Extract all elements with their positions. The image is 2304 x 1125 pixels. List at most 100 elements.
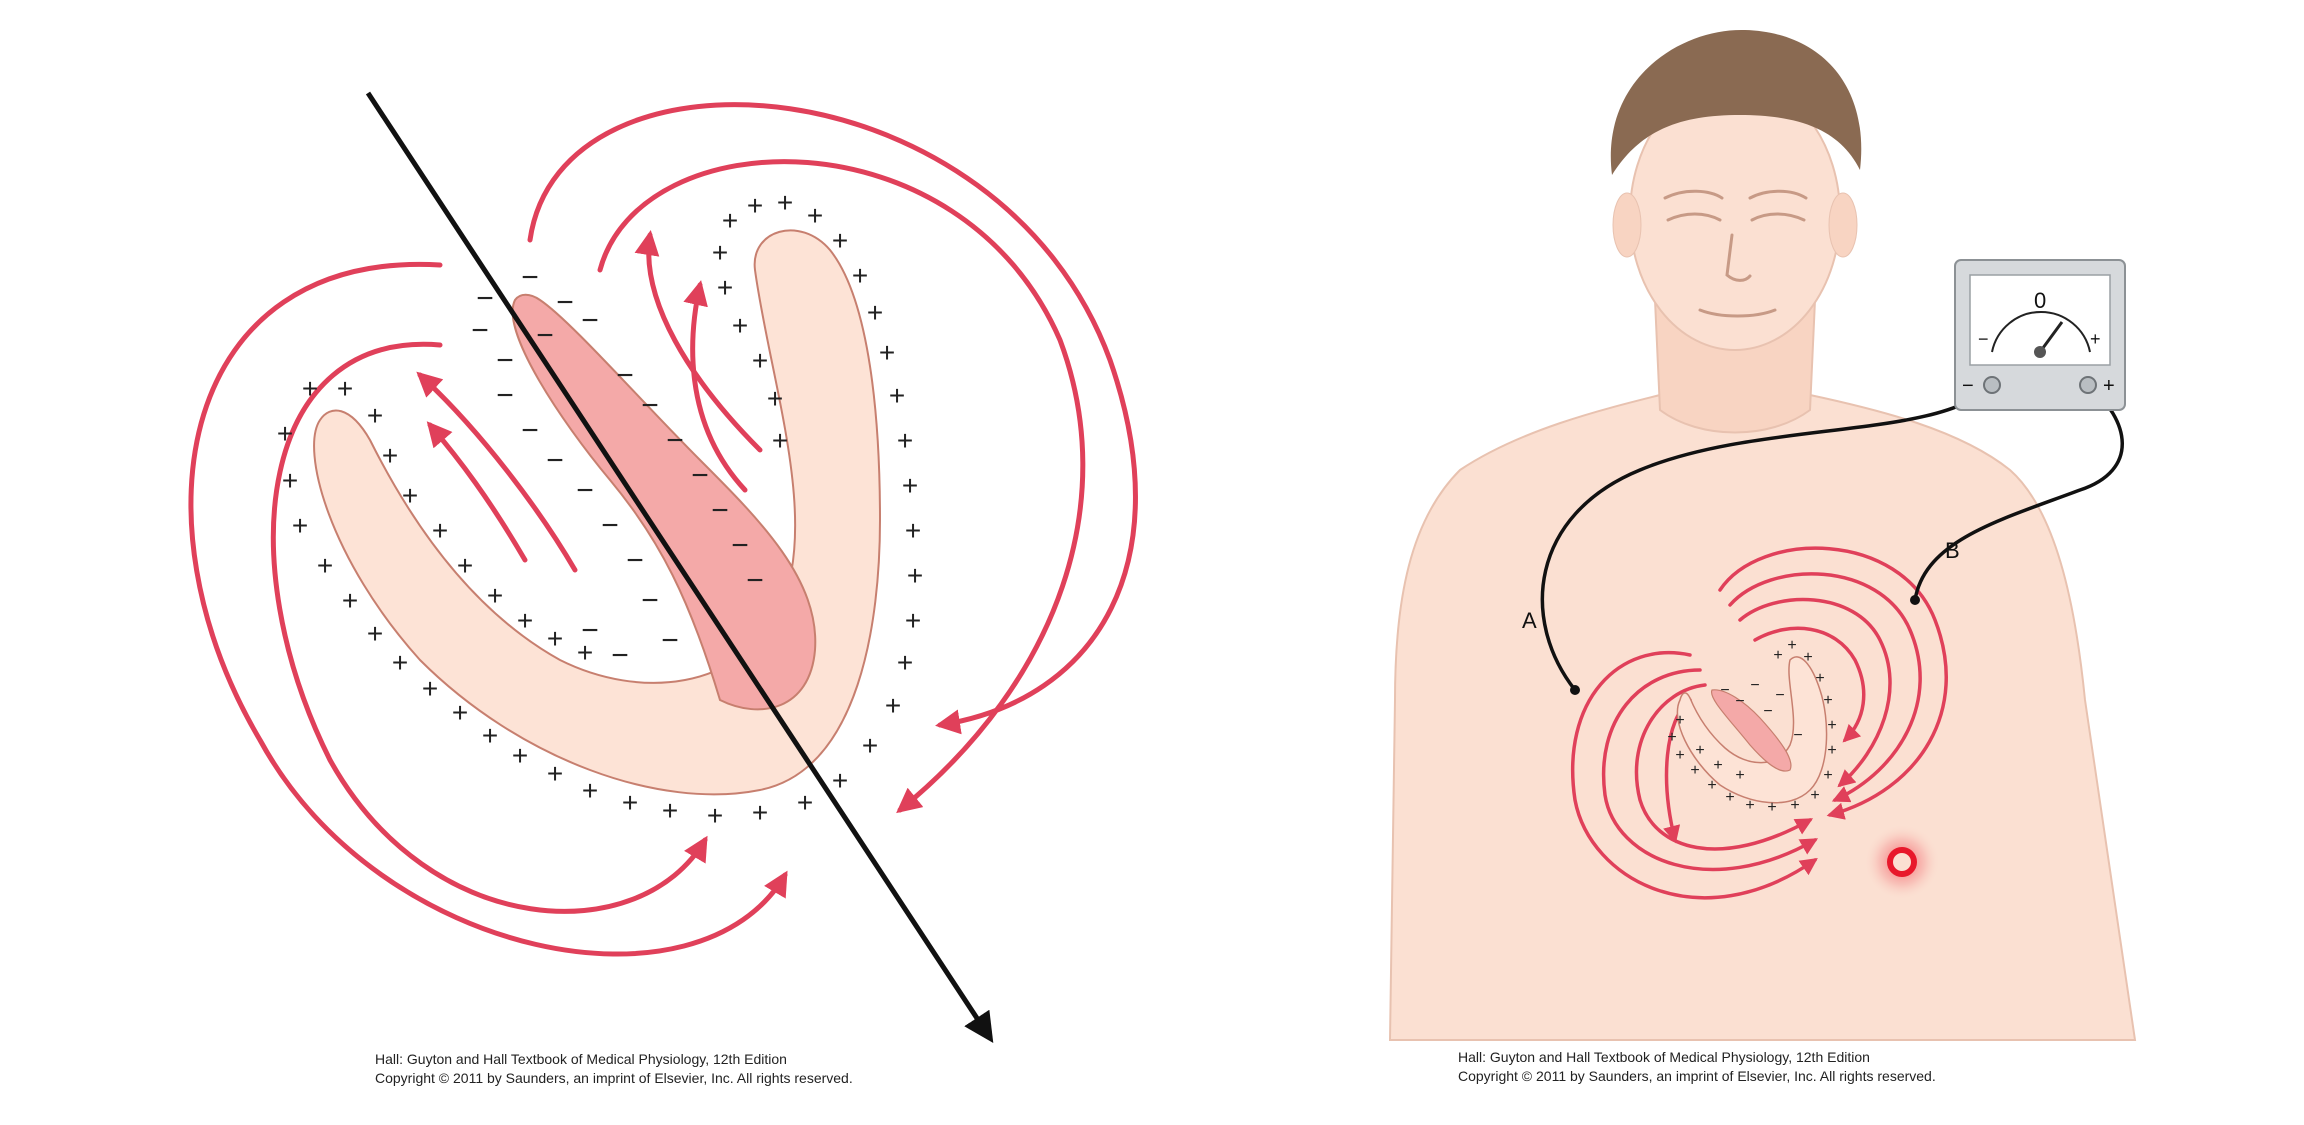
svg-text:+: +: [752, 345, 768, 376]
left-heart-diagram: +++ +++ +++ +++ +++ +++ +++ +++ +++ +++ …: [188, 91, 1138, 1044]
svg-text:+: +: [722, 205, 738, 236]
svg-text:−: −: [576, 474, 594, 507]
svg-text:−: −: [611, 639, 629, 672]
svg-text:+: +: [902, 470, 918, 501]
svg-text:−: −: [616, 359, 634, 392]
svg-text:+: +: [487, 580, 503, 611]
meter-reading: 0: [2034, 288, 2046, 313]
svg-text:+: +: [1827, 717, 1836, 734]
svg-text:−: −: [546, 444, 564, 477]
svg-text:+: +: [512, 740, 528, 771]
svg-text:+: +: [662, 795, 678, 826]
svg-text:+: +: [402, 480, 418, 511]
svg-text:−: −: [1735, 693, 1744, 710]
svg-text:−: −: [1763, 703, 1772, 720]
svg-text:+: +: [889, 380, 905, 411]
svg-text:−: −: [1720, 682, 1729, 699]
caption-right: Hall: Guyton and Hall Textbook of Medica…: [1458, 1048, 1936, 1086]
svg-text:+: +: [1745, 797, 1754, 814]
right-ear: [1828, 192, 1858, 258]
caption-right-line1: Hall: Guyton and Hall Textbook of Medica…: [1458, 1049, 1870, 1065]
svg-text:−: −: [731, 529, 749, 562]
svg-text:+: +: [772, 425, 788, 456]
svg-text:+: +: [852, 260, 868, 291]
svg-text:+: +: [897, 425, 913, 456]
svg-text:+: +: [367, 400, 383, 431]
svg-text:+: +: [1675, 747, 1684, 764]
meter-terminal-positive: [2079, 376, 2097, 394]
caption-left: Hall: Guyton and Hall Textbook of Medica…: [375, 1050, 853, 1088]
caption-right-line2: Copyright © 2011 by Saunders, an imprint…: [1458, 1068, 1936, 1084]
septum-left: [511, 293, 817, 711]
svg-text:+: +: [292, 510, 308, 541]
electrode-a: [1570, 685, 1580, 695]
electrical-axis-arrow: [365, 91, 994, 1044]
svg-text:+: +: [905, 605, 921, 636]
svg-text:+: +: [777, 187, 793, 218]
svg-text:−: −: [1750, 677, 1759, 694]
charges-small: +++ +++ +++ +++ +++ +++ +++ −−− −−−: [1667, 637, 1836, 816]
svg-text:+: +: [1773, 647, 1782, 664]
svg-text:+: +: [317, 550, 333, 581]
svg-text:+: +: [1707, 777, 1716, 794]
svg-text:−: −: [691, 459, 709, 492]
svg-text:+: +: [622, 787, 638, 818]
svg-text:−: −: [521, 414, 539, 447]
svg-text:+: +: [1823, 767, 1832, 784]
svg-text:−: −: [661, 624, 679, 657]
svg-text:−: −: [641, 584, 659, 617]
svg-text:+: +: [862, 730, 878, 761]
pulse-dot: [1887, 847, 1917, 877]
svg-text:+: +: [879, 337, 895, 368]
svg-text:+: +: [717, 272, 733, 303]
svg-text:+: +: [1803, 649, 1812, 666]
svg-text:+: +: [832, 225, 848, 256]
svg-text:−: −: [581, 304, 599, 337]
svg-text:+: +: [547, 758, 563, 789]
svg-text:−: −: [1793, 727, 1802, 744]
svg-text:+: +: [582, 775, 598, 806]
svg-text:+: +: [367, 618, 383, 649]
svg-text:−: −: [476, 282, 494, 315]
svg-text:+: +: [747, 190, 763, 221]
svg-text:−: −: [521, 261, 539, 294]
svg-text:+: +: [1827, 742, 1836, 759]
left-ear: [1612, 192, 1642, 258]
svg-text:+: +: [422, 673, 438, 704]
svg-text:−: −: [496, 379, 514, 412]
svg-text:+: +: [1787, 637, 1796, 654]
svg-text:+: +: [905, 515, 921, 546]
svg-text:+: +: [897, 647, 913, 678]
svg-text:+: +: [885, 690, 901, 721]
svg-text:+: +: [1695, 742, 1704, 759]
meter-minus-scale: −: [1978, 329, 1989, 349]
svg-text:+: +: [907, 560, 923, 591]
svg-text:+: +: [517, 605, 533, 636]
svg-text:−: −: [626, 544, 644, 577]
meter-terminal-negative: [1983, 376, 2001, 394]
svg-text:+: +: [282, 465, 298, 496]
electrode-b: [1910, 595, 1920, 605]
svg-text:+: +: [752, 797, 768, 828]
svg-text:+: +: [1667, 729, 1676, 746]
face-features: [1663, 189, 1808, 318]
svg-text:+: +: [457, 550, 473, 581]
field-lines-left: [188, 102, 1138, 957]
svg-text:+: +: [832, 765, 848, 796]
svg-text:+: +: [547, 623, 563, 654]
torso: [1388, 329, 2137, 1041]
meter-wires: [1540, 383, 2124, 692]
svg-text:−: −: [471, 314, 489, 347]
svg-text:−: −: [1775, 687, 1784, 704]
svg-text:+: +: [1810, 787, 1819, 804]
svg-text:−: −: [601, 509, 619, 542]
svg-text:+: +: [432, 515, 448, 546]
meter-minus-terminal: −: [1962, 375, 1974, 397]
svg-text:+: +: [1690, 762, 1699, 779]
svg-text:−: −: [746, 564, 764, 597]
svg-text:+: +: [382, 440, 398, 471]
svg-text:−: −: [496, 344, 514, 377]
svg-text:+: +: [1675, 712, 1684, 729]
